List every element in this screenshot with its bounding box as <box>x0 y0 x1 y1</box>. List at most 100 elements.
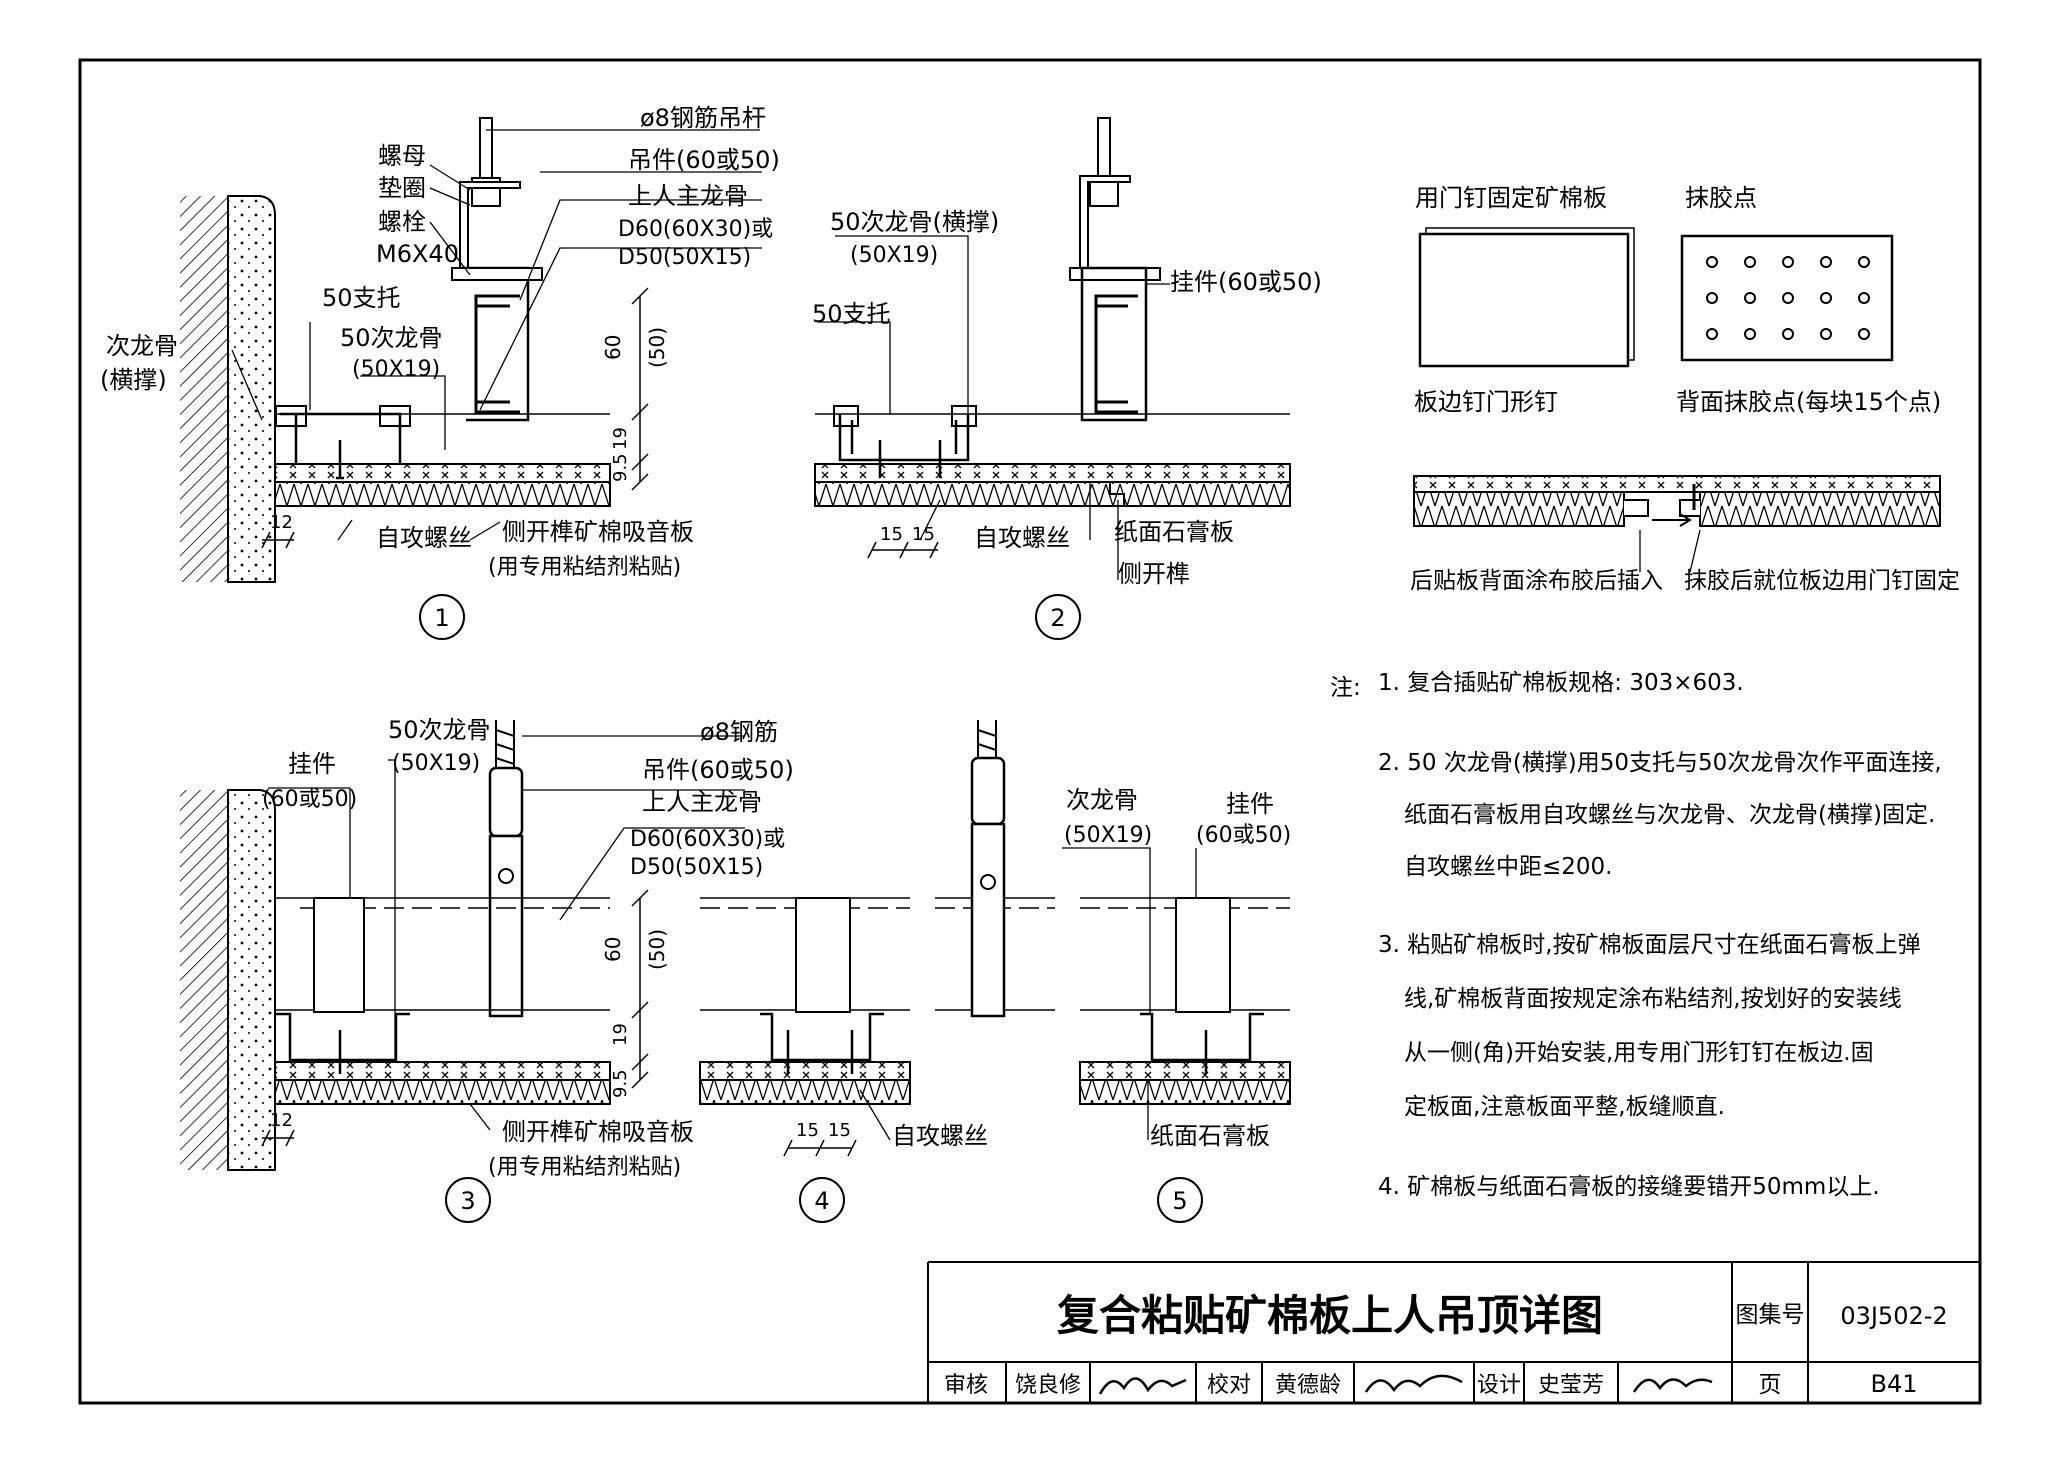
panel-sketches: 用门钉固定矿棉板 抹胶点 板边钉门形钉 背面抹胶点(每块15个点) 后贴板背面涂… <box>1410 184 1960 594</box>
main-keel-spec1-label: D60(60X30)或 <box>630 827 785 852</box>
hanger <box>970 756 1006 826</box>
splice-tenon <box>1624 499 1700 517</box>
rod-label: ø8钢筋吊杆 <box>640 104 766 132</box>
detail-number-circle <box>419 594 465 640</box>
page-number: B41 <box>1870 1370 1917 1398</box>
main-keel-spec2-label: D50(50X15) <box>630 855 763 880</box>
glue-point <box>1744 292 1756 304</box>
wall-hatch <box>180 790 228 1170</box>
rod-label: ø8钢筋 <box>700 718 778 746</box>
glue-point <box>1706 328 1718 340</box>
glue-point <box>1820 328 1832 340</box>
dim-ticks <box>631 889 649 1089</box>
note-3-line-3: 从一侧(角)开始安装,用专用门形钉钉在板边.固 <box>1404 1040 1874 1066</box>
cross-keel-label: 50次龙骨(横撑) <box>830 208 999 236</box>
support-label: 50支托 <box>322 284 401 312</box>
nail-panel-title: 用门钉固定矿棉板 <box>1415 184 1607 212</box>
sub-keel-label: 50次龙骨 <box>388 716 491 744</box>
note-4: 4. 矿棉板与纸面石膏板的接缝要错开50mm以上. <box>1378 1174 1880 1200</box>
glue-points <box>1706 256 1870 340</box>
screw <box>336 440 344 480</box>
glue-point <box>1858 256 1870 268</box>
leader-lines <box>818 235 1170 580</box>
board-label: 侧开榫矿棉吸音板 <box>502 1118 694 1146</box>
splice-leaders <box>1639 529 1701 573</box>
glue-point <box>1820 292 1832 304</box>
main-keel-spec1-label: D60(60X30)或 <box>618 217 773 242</box>
nail-caption: 板边钉门形钉 <box>1414 388 1558 416</box>
leader-lines <box>268 735 745 1131</box>
leader-lines <box>231 129 762 541</box>
glue-point <box>1858 292 1870 304</box>
tenon-label: 侧开榫 <box>1118 560 1190 588</box>
mineral-board <box>814 481 1291 507</box>
detail-number: 5 <box>1172 1187 1187 1215</box>
glue-point <box>1744 328 1756 340</box>
note-3-line-4: 定板面,注意板面平整,板缝顺直. <box>1404 1094 1725 1120</box>
detail-2: 15 15 50次龙骨(横撑) (50X19) 50支托 挂件(60或50) 自… <box>812 117 1322 640</box>
sheet-border <box>78 58 1982 1405</box>
dim-50: (50) <box>645 327 669 368</box>
dim-19: 19 <box>610 427 631 450</box>
checker-signature <box>1364 1374 1463 1393</box>
gypsum-board <box>1079 1061 1291 1081</box>
dim-60: 60 <box>601 335 625 360</box>
hanger <box>488 766 524 838</box>
dim-15 <box>867 541 939 559</box>
drawing-title: 复合粘贴矿棉板上人吊顶详图 <box>1057 1291 1603 1340</box>
support-sub-keel <box>838 414 970 462</box>
concrete-wall <box>227 195 276 583</box>
gypsum-board <box>699 1061 911 1081</box>
mineral-board <box>274 1079 611 1105</box>
note-3: 3. 粘贴矿棉板时,按矿棉板面层尺寸在纸面石膏板上弹 <box>1378 932 1921 958</box>
detail-number: 2 <box>1050 604 1065 632</box>
board-note-label: (用专用粘结剂粘贴) <box>488 1155 681 1180</box>
main-keel <box>474 294 520 414</box>
atlas-label: 图集号 <box>1736 1302 1805 1328</box>
note-2-line-3: 自攻螺丝中距≤200. <box>1404 854 1613 880</box>
mineral-board <box>699 1079 911 1105</box>
detail-number-circle <box>1157 1177 1203 1223</box>
dim-9-5: 9.5 <box>610 1069 631 1098</box>
dim-12 <box>261 531 295 549</box>
detail-1: 60 (50) 19 9.5 12 螺母 垫圈 螺栓 M6X40 ø8钢筋吊杆 … <box>100 104 780 640</box>
glue-point <box>1706 292 1718 304</box>
hanger-label: 挂件 <box>288 750 336 778</box>
sub-keel-size-label: (50X19) <box>392 751 480 776</box>
dim-19: 19 <box>610 1023 631 1046</box>
gypsum-board <box>274 1061 611 1081</box>
hanger-plate <box>1175 897 1231 1013</box>
nut-label: 螺母 <box>378 142 426 170</box>
notes-label: 注: <box>1330 675 1361 701</box>
glue-caption: 背面抹胶点(每块15个点) <box>1676 388 1941 416</box>
screw-label: 自攻螺丝 <box>974 524 1070 552</box>
suspender <box>970 822 1006 1018</box>
tenon-joint <box>1109 482 1125 506</box>
sub-keel-label: 次龙骨 <box>1066 786 1138 814</box>
note-1: 1. 复合插贴矿棉板规格: 303×603. <box>1378 670 1744 696</box>
atlas-number: 03J502-2 <box>1840 1302 1947 1330</box>
note-2-line-2: 纸面石膏板用自攻螺丝与次龙骨、次龙骨(横撑)固定. <box>1404 802 1936 828</box>
checker-name: 黄德龄 <box>1275 1373 1341 1398</box>
leader <box>859 1089 891 1141</box>
glue-point <box>1744 256 1756 268</box>
note-3-line-2: 线,矿棉板背面按规定涂布粘结剂,按划好的安装线 <box>1404 986 1902 1012</box>
review-label: 审核 <box>944 1373 988 1398</box>
glue-point <box>1858 328 1870 340</box>
page-label: 页 <box>1759 1372 1782 1398</box>
designer-name: 史莹芳 <box>1538 1373 1604 1398</box>
mineral-board <box>1079 1079 1291 1105</box>
concrete-wall <box>227 789 276 1171</box>
check-label: 校对 <box>1207 1373 1251 1398</box>
bolt-hole <box>980 874 996 890</box>
dim-12-label: 12 <box>270 1110 293 1131</box>
detail-number-circle <box>799 1177 845 1223</box>
hanger-clip <box>1080 266 1148 422</box>
glue-point <box>1706 256 1718 268</box>
glue-panel-title: 抹胶点 <box>1685 184 1757 212</box>
cross-keel-label-2: (横撑) <box>100 366 167 394</box>
detail-5: 次龙骨 (50X19) 挂件 (60或50) 纸面石膏板 5 <box>1062 786 1291 1223</box>
insert-caption: 后贴板背面涂布胶后插入 <box>1410 568 1663 594</box>
hanger-plate <box>795 897 851 1013</box>
